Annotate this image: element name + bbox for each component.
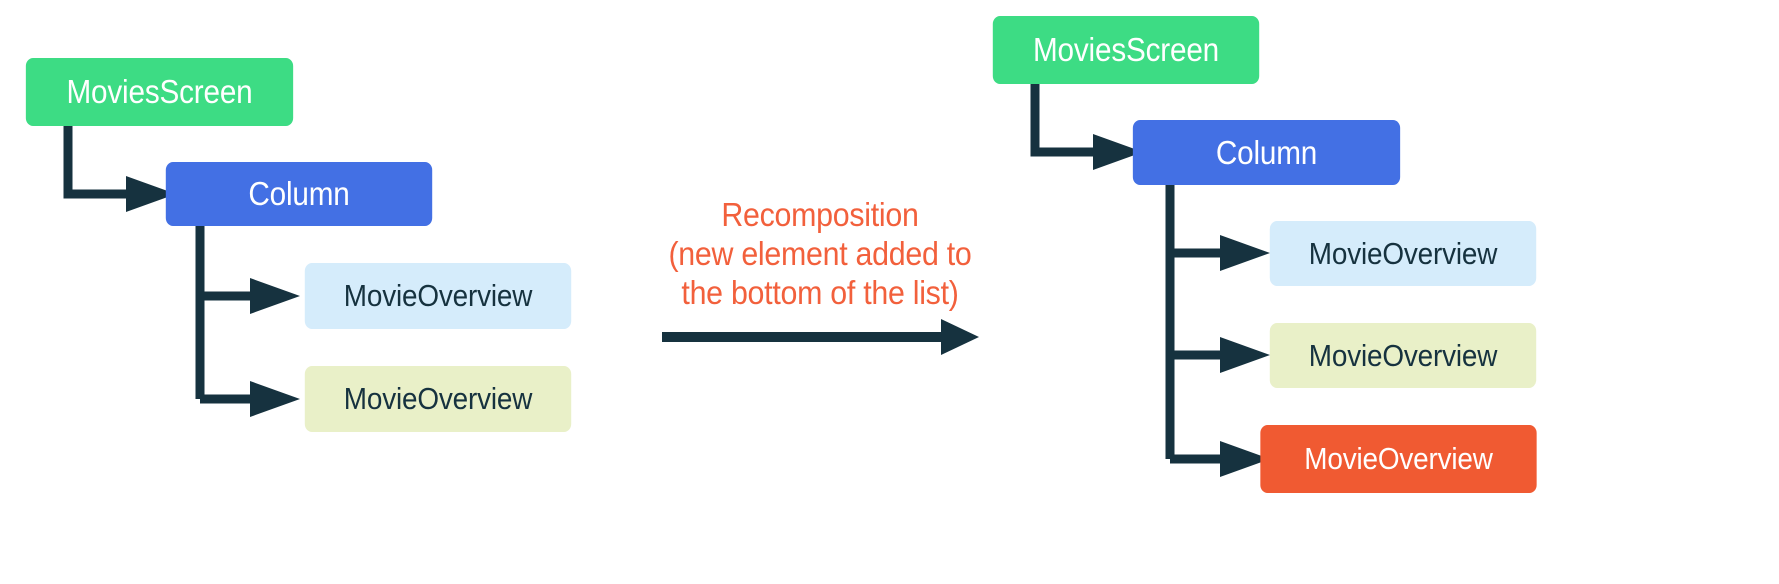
- wire-moviesscreen-to-column: [63, 126, 126, 199]
- right-node-column-label: Column: [1215, 133, 1318, 171]
- arrowhead-r-column-to-overview-1: [1220, 235, 1270, 271]
- transition-caption-line-2: (new element added to: [668, 235, 972, 272]
- right-node-movie-overview-2-label: MovieOverview: [1308, 337, 1498, 373]
- transition-caption-line-1: Recomposition: [721, 196, 919, 233]
- right-node-movie-overview-3[interactable]: MovieOverview: [1260, 425, 1537, 493]
- left-node-column-label: Column: [248, 175, 350, 212]
- right-node-movie-overview-2[interactable]: MovieOverview: [1269, 323, 1537, 388]
- transition-arrowhead: [941, 319, 979, 355]
- arrowhead-column-to-overview-2: [250, 381, 300, 417]
- right-node-movie-overview-1[interactable]: MovieOverview: [1269, 221, 1537, 286]
- wire-r-moviesscreen-to-column: [1030, 84, 1093, 157]
- arrowhead-r-column-to-overview-2: [1220, 337, 1270, 373]
- transition-caption: Recomposition (new element added to the …: [636, 195, 1004, 312]
- right-node-movies-screen[interactable]: MoviesScreen: [992, 16, 1260, 84]
- left-node-movies-screen[interactable]: MoviesScreen: [25, 58, 294, 126]
- left-node-movie-overview-2[interactable]: MovieOverview: [304, 366, 572, 432]
- right-node-movies-screen-label: MoviesScreen: [1032, 31, 1220, 68]
- arrowhead-column-to-overview-1: [250, 278, 300, 314]
- left-node-movie-overview-1-label: MovieOverview: [343, 278, 533, 313]
- left-node-movie-overview-1[interactable]: MovieOverview: [304, 263, 572, 329]
- right-node-movie-overview-1-label: MovieOverview: [1308, 235, 1498, 271]
- left-node-movies-screen-label: MoviesScreen: [66, 73, 253, 110]
- right-node-movie-overview-3-label: MovieOverview: [1304, 441, 1493, 476]
- left-node-movie-overview-2-label: MovieOverview: [343, 381, 533, 416]
- transition-caption-line-3: the bottom of the list): [681, 274, 959, 311]
- right-node-column[interactable]: Column: [1132, 120, 1401, 185]
- left-node-column[interactable]: Column: [165, 162, 433, 226]
